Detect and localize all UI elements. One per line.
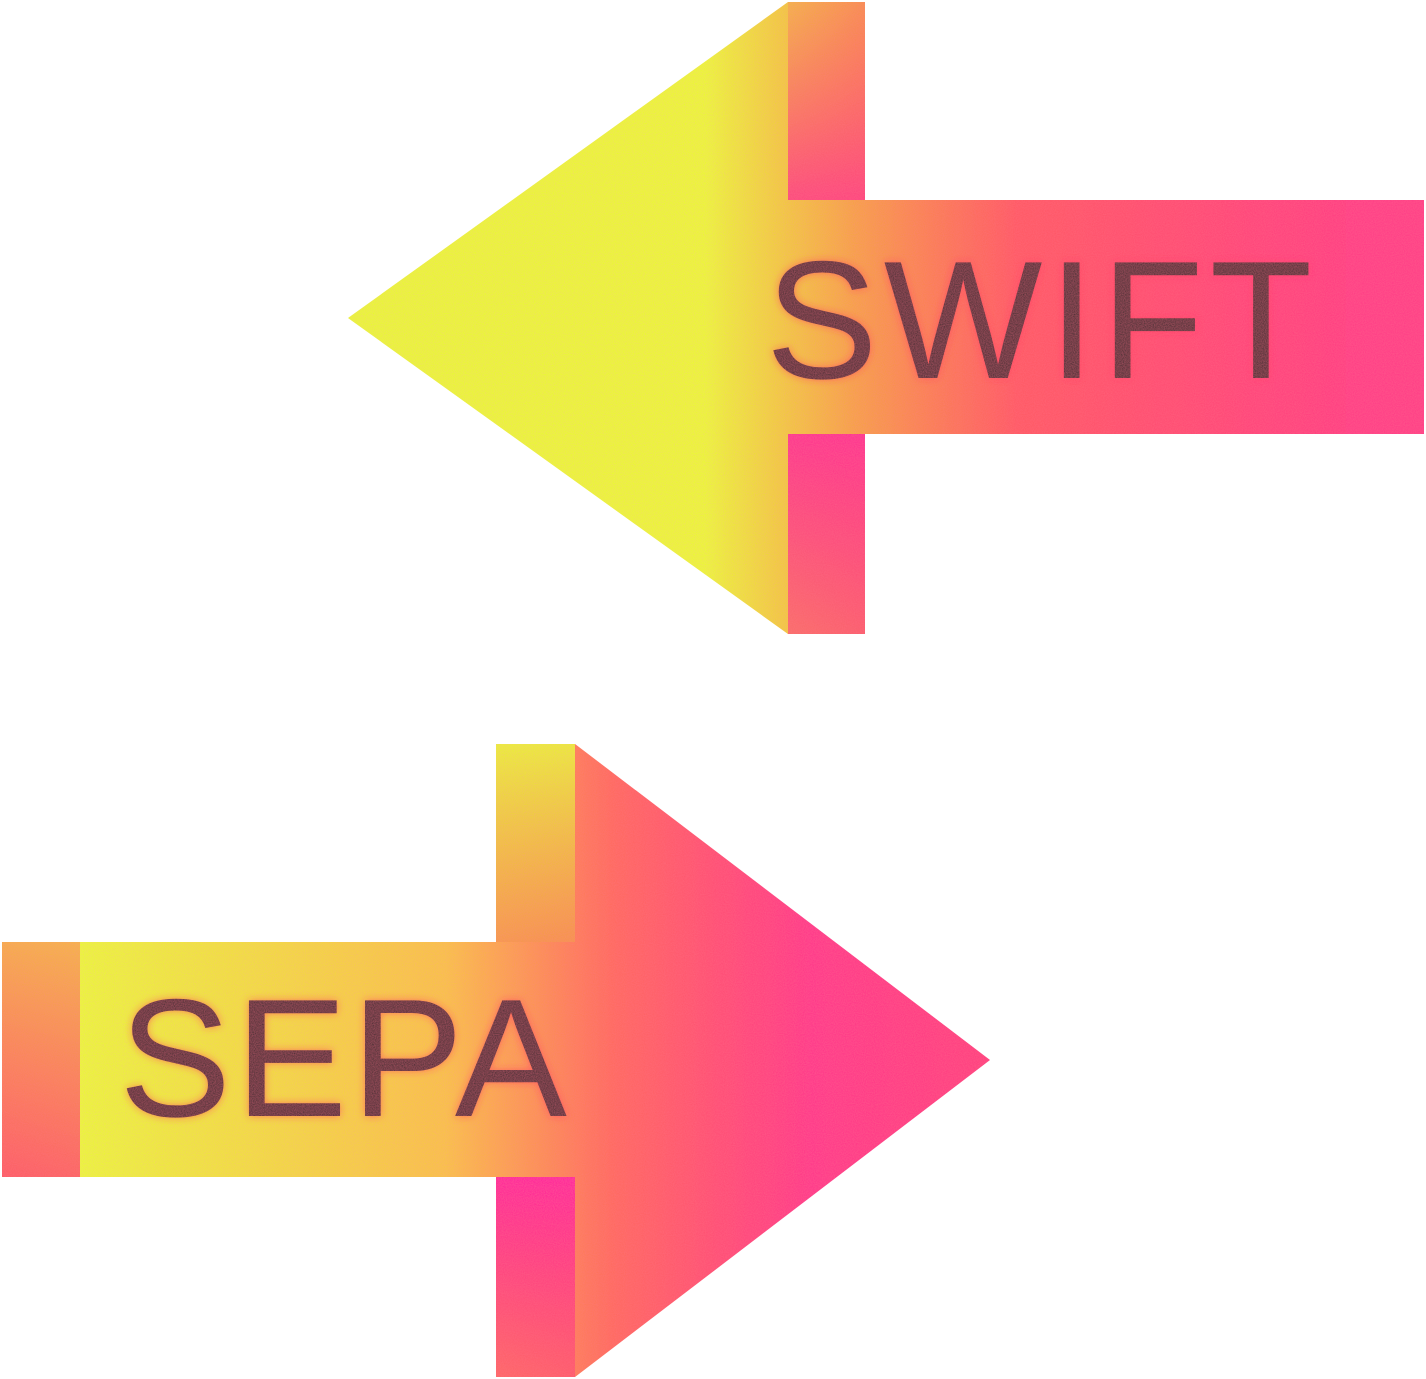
swift-arrow-body	[348, 2, 1424, 634]
sepa-arrow-side-top	[496, 744, 575, 942]
sepa-arrow: SEPA	[2, 744, 990, 1377]
swift-arrow: SWIFT	[348, 2, 1424, 634]
sepa-arrow-tail-face	[2, 942, 80, 1177]
sepa-label: SEPA	[119, 964, 571, 1152]
sepa-arrow-side-bottom	[496, 1177, 575, 1377]
sepa-arrow-body	[2, 744, 990, 1377]
swift-arrow-side-top	[788, 2, 865, 200]
swift-arrow-tail-face	[1346, 200, 1424, 434]
swift-arrow-side-bottom	[788, 434, 865, 634]
swift-label: SWIFT	[766, 226, 1319, 414]
